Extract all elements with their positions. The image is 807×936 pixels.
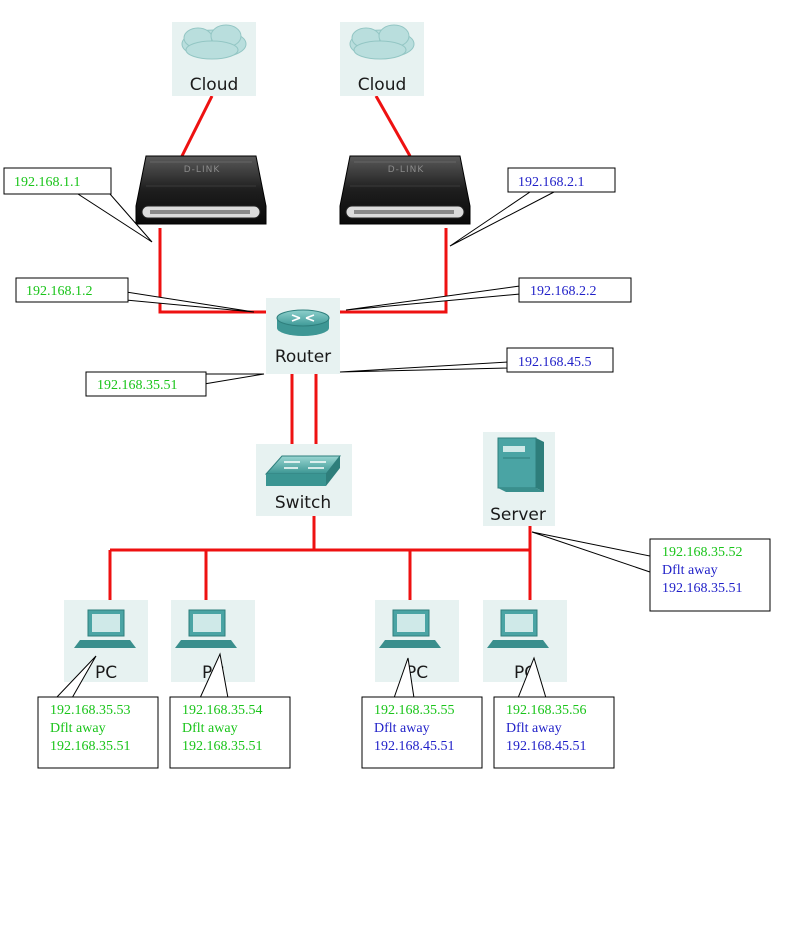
callout-line: 192.168.45.51 <box>506 739 587 754</box>
callout-line: 192.168.2.2 <box>530 284 597 299</box>
callout-box <box>85 371 207 397</box>
callout-box <box>169 696 291 769</box>
pc-1-label: PC <box>95 663 117 683</box>
callout-box <box>493 696 615 769</box>
modem-icon <box>135 155 267 225</box>
modem-icon <box>339 155 471 225</box>
callout-line: 192.168.35.51 <box>182 739 263 754</box>
callout-line: Dflt away <box>50 721 106 736</box>
link-cloud-right-modem <box>374 95 412 157</box>
callout-pointer <box>125 291 255 313</box>
cloud-icon <box>181 24 247 60</box>
callout-line: 192.168.1.1 <box>14 175 81 190</box>
pc-icon <box>175 609 237 648</box>
callout-box <box>361 696 483 769</box>
callouts: 192.168.1.1 192.168.2.1 192.168.1.2 192.… <box>3 167 771 769</box>
server-icon <box>497 437 544 492</box>
callout-line: 192.168.45.5 <box>518 355 592 370</box>
switch-icon <box>264 455 342 486</box>
link-modem-left-router <box>158 228 268 314</box>
pc-1: PC <box>64 600 148 683</box>
callout-line: 192.168.35.56 <box>506 703 587 718</box>
callout-pointer <box>345 285 521 311</box>
callout-line: 192.168.35.54 <box>182 703 263 718</box>
callout-text: 192.168.1.1 <box>14 175 81 190</box>
callout-text: 192.168.35.51 <box>97 378 178 393</box>
link-modem-right-router <box>340 228 448 314</box>
cloud-left: Cloud <box>172 22 256 96</box>
router-icon <box>276 309 330 336</box>
switch-label: Switch <box>275 493 331 513</box>
callout-pointer <box>203 373 265 385</box>
callout-box <box>518 277 632 303</box>
callout-router-left-wan: 192.168.1.2 <box>15 277 255 313</box>
callout-box <box>3 167 112 195</box>
callout-box <box>507 167 616 193</box>
router-label: Router <box>275 347 331 367</box>
callout-line: Dflt away <box>182 721 238 736</box>
callout-modem-right: 192.168.2.1 <box>449 167 616 247</box>
cloud-left-label: Cloud <box>190 75 239 95</box>
server-label: Server <box>490 505 546 525</box>
server: Server <box>483 432 555 526</box>
callout-line: Dflt away <box>374 721 430 736</box>
callout-line: 192.168.35.55 <box>374 703 455 718</box>
callout-box <box>37 696 159 769</box>
callout-line: 192.168.35.52 <box>662 545 743 560</box>
callout-line: 192.168.35.51 <box>50 739 131 754</box>
router: Router <box>266 298 340 374</box>
callout-router-lan-left: 192.168.35.51 <box>85 371 265 397</box>
cloud-right: Cloud <box>340 22 424 96</box>
callout-pointer <box>339 361 509 373</box>
cloud-icon <box>349 24 415 60</box>
callout-modem-left: 192.168.1.1 <box>3 167 153 243</box>
modem-left: D-LINK <box>135 155 267 225</box>
modem-right: D-LINK <box>339 155 471 225</box>
callout-line: 192.168.35.51 <box>97 378 178 393</box>
callout-text: 192.168.1.2 <box>26 284 93 299</box>
callout-text: 192.168.2.1 <box>518 175 585 190</box>
callout-line: 192.168.45.51 <box>374 739 455 754</box>
links <box>108 95 532 602</box>
callout-line: Dflt away <box>506 721 562 736</box>
pc-3: PC <box>375 600 459 683</box>
callout-text: 192.168.45.5 <box>518 355 592 370</box>
callout-line: 192.168.35.53 <box>50 703 131 718</box>
link-cloud-left-modem <box>180 95 214 157</box>
callout-router-right-wan: 192.168.2.2 <box>345 277 632 311</box>
pc-icon <box>74 609 136 648</box>
callout-box <box>506 347 614 373</box>
callout-router-lan-right: 192.168.45.5 <box>339 347 614 373</box>
callout-text: 192.168.2.2 <box>530 284 597 299</box>
callout-box <box>15 277 129 303</box>
modem-brand: D-LINK <box>184 165 221 175</box>
callout-pointer <box>531 531 651 573</box>
callout-line: 192.168.35.51 <box>662 581 743 596</box>
modem-brand: D-LINK <box>388 165 425 175</box>
switch: Switch <box>256 444 352 516</box>
callout-line: Dflt away <box>662 563 718 578</box>
cloud-right-label: Cloud <box>358 75 407 95</box>
pc-4: PC <box>483 600 567 683</box>
callout-line: 192.168.2.1 <box>518 175 585 190</box>
callout-box <box>649 538 771 612</box>
pc-icon <box>379 609 441 648</box>
callout-line: 192.168.1.2 <box>26 284 93 299</box>
pc-icon <box>487 609 549 648</box>
